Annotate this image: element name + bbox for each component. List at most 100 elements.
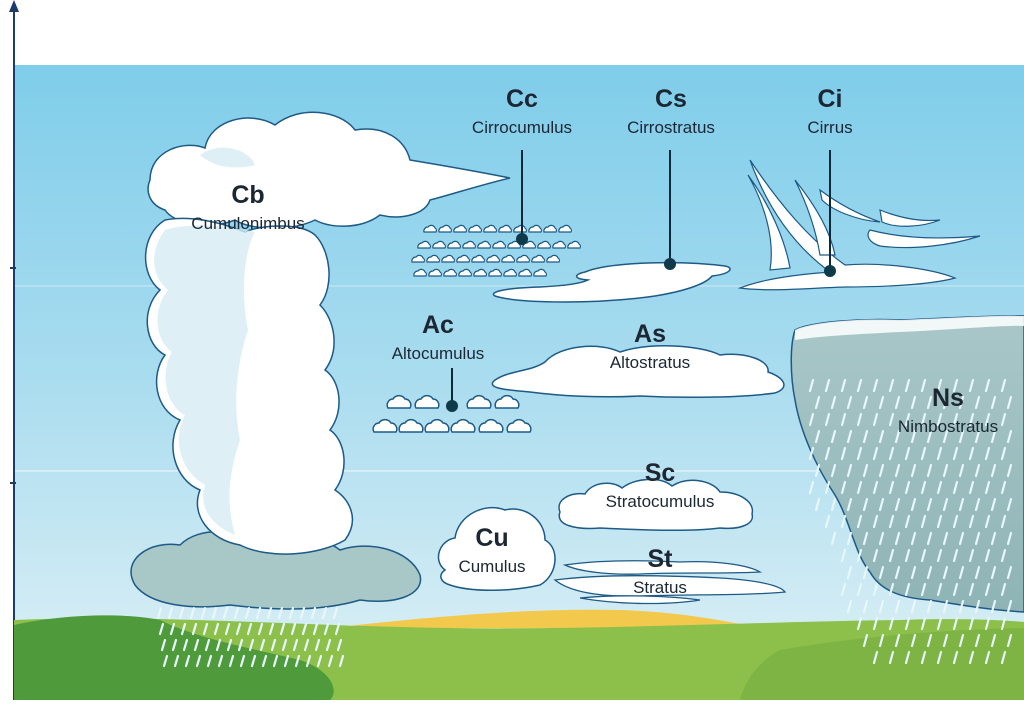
rain-streak (808, 378, 815, 393)
rain-streak (862, 633, 869, 648)
rain-streak (808, 480, 815, 495)
rain-streak (936, 480, 943, 495)
stratus-cloud (553, 560, 787, 605)
rain-streak (1000, 650, 1007, 665)
rain-streak (856, 616, 863, 631)
cb-rain (156, 606, 345, 668)
rain-streak (888, 480, 895, 495)
rain-streak (894, 463, 901, 478)
rain-streak (846, 497, 853, 512)
rain-streak (952, 548, 959, 563)
rain-streak (974, 565, 981, 580)
ns-top-highlight (795, 315, 1024, 340)
cc-puff (453, 224, 467, 233)
cc-puff (443, 268, 457, 277)
rain-streak (984, 616, 991, 631)
rain-streak (226, 638, 233, 652)
ci-abbr: Ci (817, 85, 843, 113)
rain-streak (856, 412, 863, 427)
rain-streak (920, 616, 927, 631)
cb-name: Cumulonimbus (191, 214, 305, 233)
sc-abbr: Sc (644, 459, 676, 487)
label-sc: Sc Stratocumulus (606, 459, 715, 511)
axis-arrow (9, 0, 19, 12)
rain-streak (984, 514, 991, 529)
rain-streak (968, 548, 975, 563)
as-name: Altostratus (609, 353, 691, 372)
rain-streak (862, 429, 869, 444)
rain-streak (942, 429, 949, 444)
rain-streak (1000, 480, 1007, 495)
rain-streak (856, 378, 863, 393)
rain-streak (830, 463, 837, 478)
rain-streak (872, 446, 879, 461)
rain-streak (808, 446, 815, 461)
rain-streak (211, 606, 218, 620)
rain-streak (268, 622, 275, 636)
rain-streak (894, 565, 901, 580)
rain-streak (314, 638, 321, 652)
rain-streak (213, 622, 220, 636)
rain-streak (888, 378, 895, 393)
rain-streak (184, 654, 191, 668)
rain-streak (936, 446, 943, 461)
rain-streak (244, 606, 251, 620)
rain-streak (1006, 531, 1013, 546)
rain-streak (952, 412, 959, 427)
rain-streak (872, 412, 879, 427)
cs-name: Cirrostratus (627, 118, 715, 137)
rain-streak (968, 582, 975, 597)
rain-streak (830, 429, 837, 444)
rain-streak (292, 638, 299, 652)
rain-streak (840, 412, 847, 427)
rain-streak (984, 480, 991, 495)
cs-pointer-dot (664, 258, 676, 270)
ac-puff (372, 418, 398, 433)
cc-puff (417, 240, 431, 249)
rain-streak (910, 599, 917, 614)
rain-streak (878, 599, 885, 614)
rain-streak (191, 622, 198, 636)
ac-puff (506, 418, 532, 433)
rain-streak (840, 480, 847, 495)
rain-streak (257, 622, 264, 636)
rain-streak (1000, 412, 1007, 427)
rain-streak (846, 395, 853, 410)
rain-streak (178, 606, 185, 620)
rain-streak (936, 412, 943, 427)
rain-streak (171, 638, 178, 652)
rain-streak (878, 633, 885, 648)
rain-streak (904, 616, 911, 631)
ac-pointer-dot (446, 400, 458, 412)
rain-streak (239, 654, 246, 668)
rain-streak (936, 650, 943, 665)
rain-streak (952, 582, 959, 597)
cc-puff (468, 224, 482, 233)
rain-streak (990, 429, 997, 444)
rain-streak (824, 446, 831, 461)
rain-streak (984, 446, 991, 461)
ground-hill-right (740, 628, 1024, 700)
rain-streak (1006, 565, 1013, 580)
ac-puff (478, 418, 504, 433)
ac-name: Altocumulus (391, 344, 485, 363)
cc-name: Cirrocumulus (471, 118, 573, 137)
rain-streak (248, 638, 255, 652)
rain-streak (910, 395, 917, 410)
rain-streak (195, 654, 202, 668)
cc-puff (552, 240, 566, 249)
cirrus-cloud (737, 159, 981, 291)
rain-streak (255, 606, 262, 620)
rain-streak (952, 514, 959, 529)
rain-streak (974, 395, 981, 410)
altostratus-cloud (491, 345, 785, 398)
rain-streak (1000, 548, 1007, 563)
label-as: As Altostratus (609, 322, 691, 372)
rain-streak (316, 654, 323, 668)
cc-puff (543, 224, 557, 233)
rain-streak (968, 650, 975, 665)
rain-streak (904, 412, 911, 427)
label-cs: Cs Cirrostratus (627, 87, 715, 137)
rain-streak (878, 565, 885, 580)
cc-puff (537, 240, 551, 249)
